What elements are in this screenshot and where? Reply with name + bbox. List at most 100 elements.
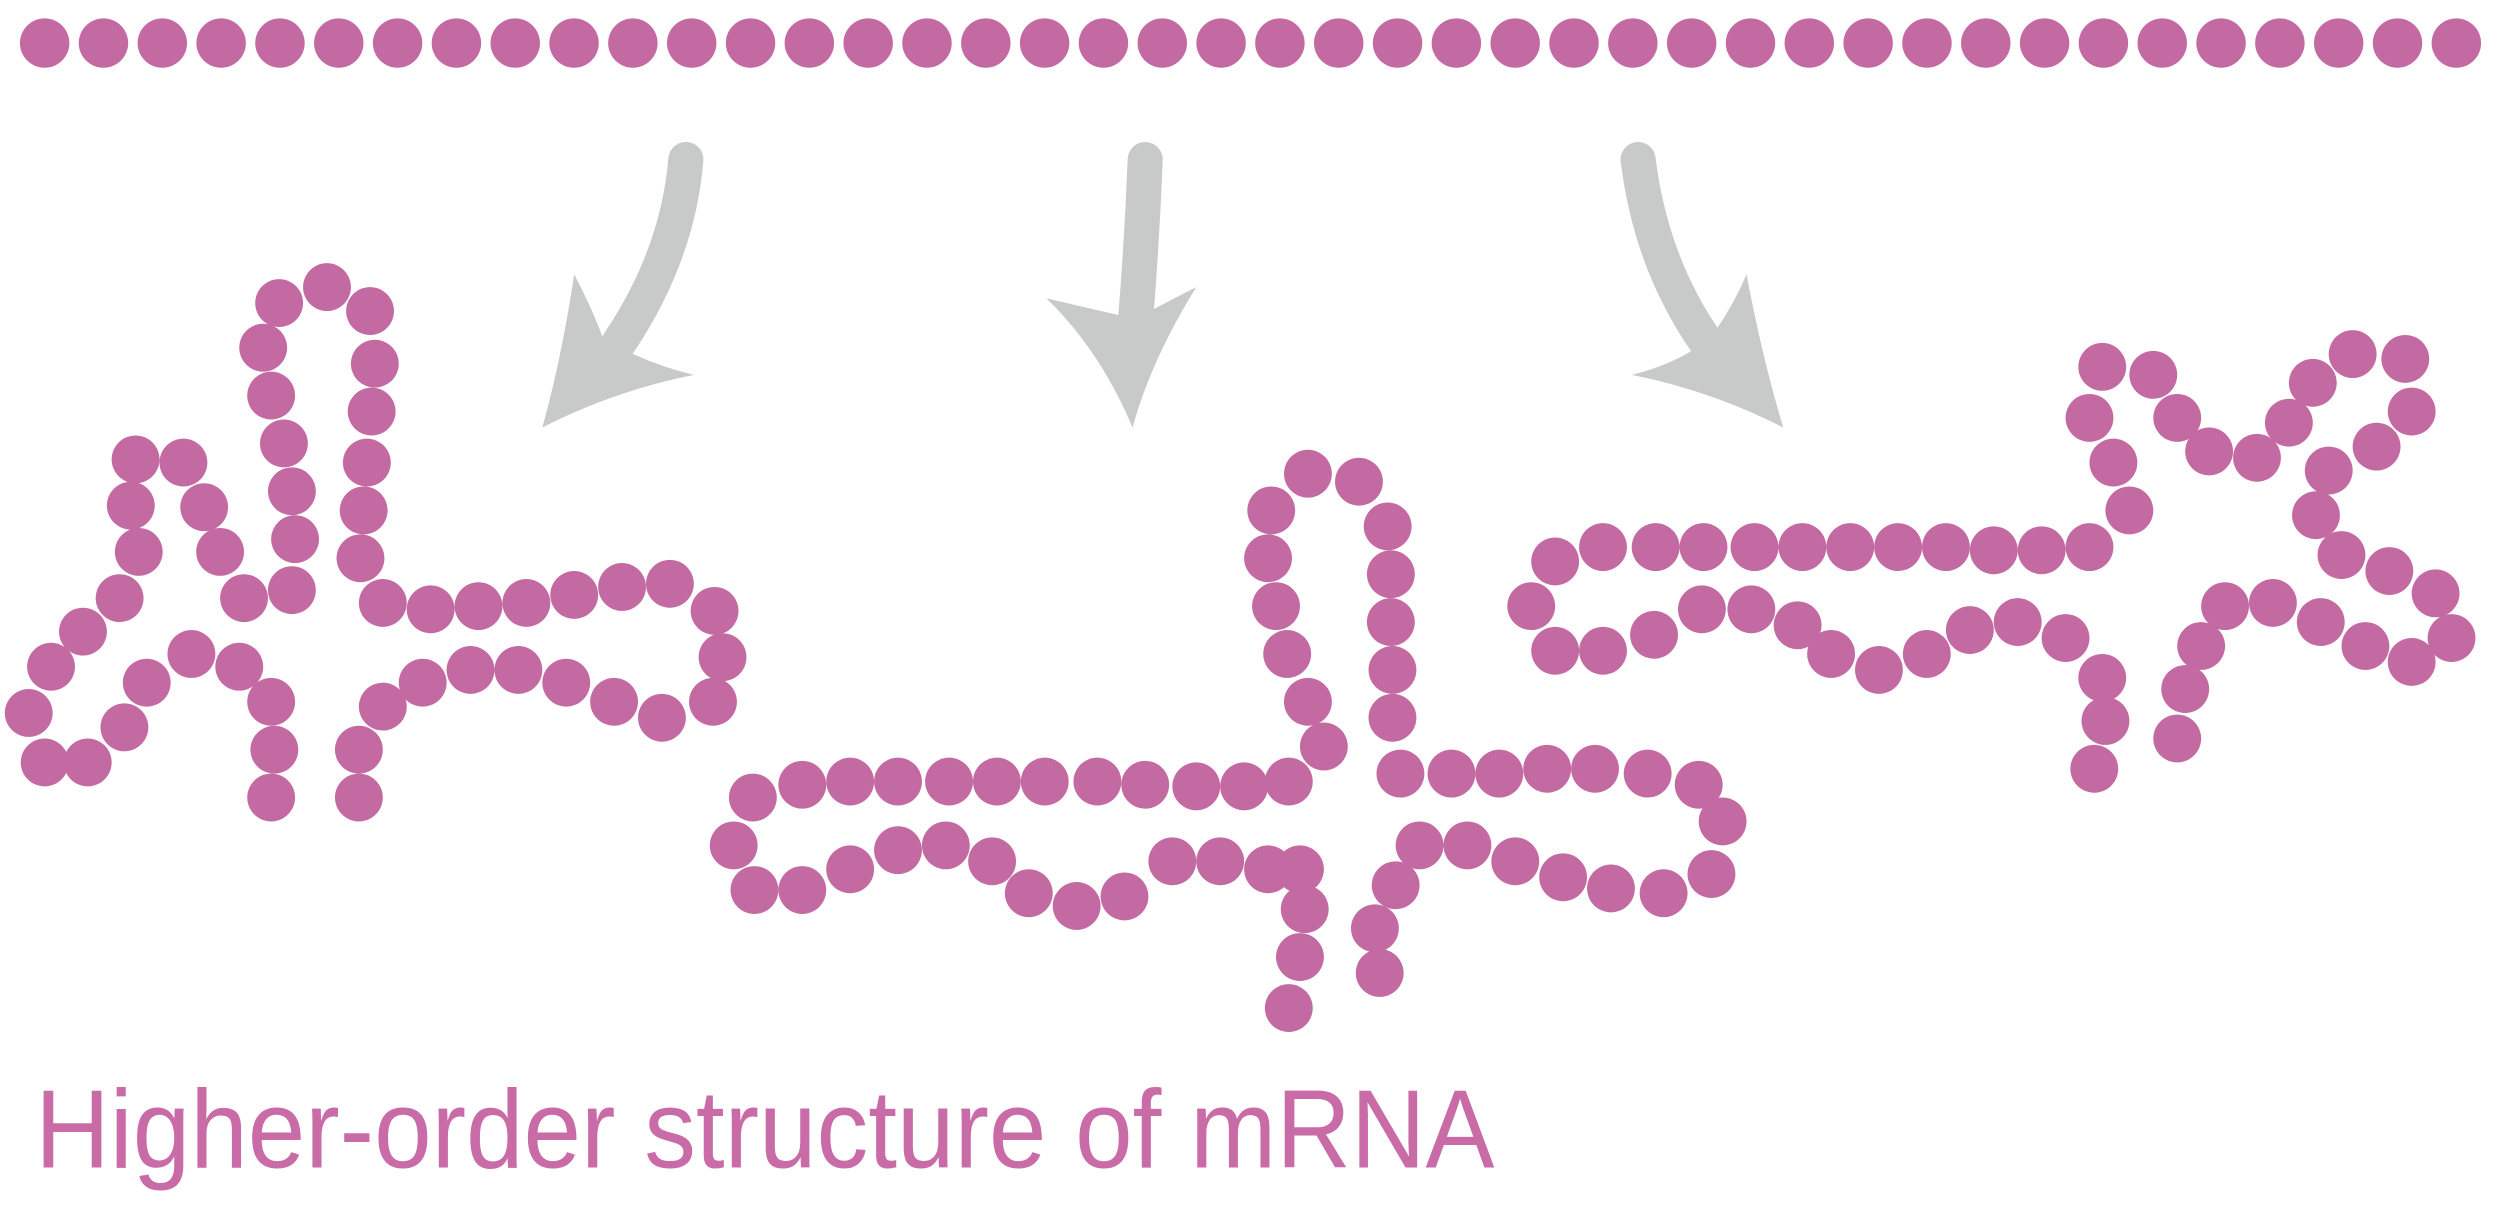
nucleotide-bead [1579, 523, 1627, 572]
nucleotide-bead [137, 18, 188, 68]
nucleotide-bead [1314, 18, 1364, 68]
nucleotide-bead [267, 566, 316, 615]
nucleotide-bead [2387, 387, 2436, 436]
nucleotide-bead [358, 682, 407, 731]
nucleotide-bead [2264, 398, 2313, 447]
nucleotide-bead [350, 339, 399, 388]
nucleotide-bead [698, 633, 747, 682]
nucleotide-bead [1244, 534, 1292, 583]
nucleotide-bead [336, 534, 385, 583]
nucleotide-bead [1531, 626, 1580, 675]
linear-mrna-strand [19, 18, 2482, 68]
nucleotide-bead [826, 845, 875, 894]
nucleotide-bead [549, 18, 599, 68]
nucleotide-bead [968, 837, 1017, 886]
nucleotide-bead [1945, 606, 1994, 654]
nucleotide-bead [59, 607, 107, 656]
nucleotide-bead [1255, 18, 1305, 68]
nucleotide-bead [1276, 933, 1324, 981]
nucleotide-bead [1679, 523, 1728, 572]
nucleotide-bead [63, 738, 112, 787]
nucleotide-bead [2427, 614, 2476, 662]
nucleotide-bead [1283, 449, 1332, 498]
nucleotide-bead [1549, 18, 1599, 68]
nucleotide-bead [334, 773, 383, 822]
nucleotide-bead [1280, 885, 1329, 934]
nucleotide-bead [2296, 598, 2345, 646]
nucleotide-bead [961, 18, 1011, 68]
nucleotide-bead [826, 757, 875, 806]
nucleotide-bead [1335, 457, 1383, 506]
nucleotide-bead [239, 323, 288, 372]
nucleotide-bead [925, 757, 973, 806]
nucleotide-bead [1773, 601, 1822, 650]
nucleotide-bead [2411, 569, 2460, 618]
nucleotide-bead [2019, 18, 2070, 68]
nucleotide-bead [1395, 821, 1444, 870]
nucleotide-bead [255, 279, 304, 327]
nucleotide-bead [2078, 653, 2127, 702]
nucleotide-bead [1355, 949, 1404, 997]
nucleotide-bead [247, 773, 296, 822]
nucleotide-bead [1491, 837, 1540, 886]
caption-title: Higher-order structure of mRNA [35, 1067, 1495, 1192]
nucleotide-bead [2196, 18, 2246, 68]
nucleotide-bead [215, 642, 264, 691]
nucleotide-bead [454, 582, 503, 631]
nucleotide-bead [2317, 531, 2366, 580]
nucleotide-bead [1623, 749, 1672, 798]
nucleotide-bead [4, 689, 53, 737]
nucleotide-bead [1826, 523, 1875, 572]
nucleotide-bead [2233, 433, 2281, 482]
nucleotide-bead [1961, 18, 2011, 68]
nucleotide-bead [334, 725, 383, 774]
nucleotide-bead [1571, 744, 1619, 793]
nucleotide-bead [180, 483, 229, 532]
nucleotide-bead [1427, 749, 1476, 798]
nucleotide-bead [590, 677, 639, 726]
nucleotide-bead [1100, 872, 1149, 921]
nucleotide-bead [2352, 422, 2401, 471]
nucleotide-bead [2288, 358, 2337, 407]
nucleotide-bead [709, 821, 758, 870]
nucleotide-bead [2081, 697, 2130, 745]
nucleotide-bead [1490, 18, 1540, 68]
nucleotide-bead [1666, 18, 1717, 68]
nucleotide-bead [114, 527, 163, 576]
nucleotide-bead [645, 559, 694, 608]
nucleotide-bead [2065, 523, 2114, 572]
nucleotide-bead [1073, 757, 1122, 806]
nucleotide-bead [2255, 18, 2305, 68]
nucleotide-bead [689, 677, 737, 726]
nucleotide-bead [921, 821, 970, 870]
nucleotide-bead [1922, 523, 1970, 572]
nucleotide-bead [1639, 869, 1688, 918]
nucleotide-bead [1993, 598, 2042, 646]
nucleotide-bead [2153, 393, 2202, 442]
nucleotide-bead [2078, 18, 2129, 68]
nucleotide-bead [778, 760, 827, 809]
nucleotide-bead [167, 630, 216, 678]
nucleotide-bead [250, 725, 299, 774]
nucleotide-bead [1283, 677, 1332, 726]
nucleotide-bead [2387, 638, 2436, 686]
nucleotide-bead [1631, 523, 1680, 572]
nucleotide-bead [1148, 837, 1197, 886]
nucleotide-bead [728, 773, 777, 822]
nucleotide-bead [346, 287, 394, 335]
nucleotide-bead [598, 563, 646, 611]
nucleotide-bead [372, 18, 423, 68]
nucleotide-bead [1443, 821, 1492, 870]
nucleotide-bead [2017, 526, 2066, 575]
nucleotide-bead [1727, 585, 1776, 634]
nucleotide-bead [19, 18, 70, 68]
nucleotide-bead [1608, 18, 1658, 68]
nucleotide-bead [1196, 837, 1245, 886]
nucleotide-bead [111, 435, 160, 484]
nucleotide-bead [2372, 18, 2423, 68]
nucleotide-bead [1196, 18, 1246, 68]
nucleotide-bead [1730, 523, 1779, 572]
nucleotide-bead [247, 677, 296, 726]
nucleotide-bead [431, 18, 482, 68]
nucleotide-bead [1807, 630, 1856, 678]
